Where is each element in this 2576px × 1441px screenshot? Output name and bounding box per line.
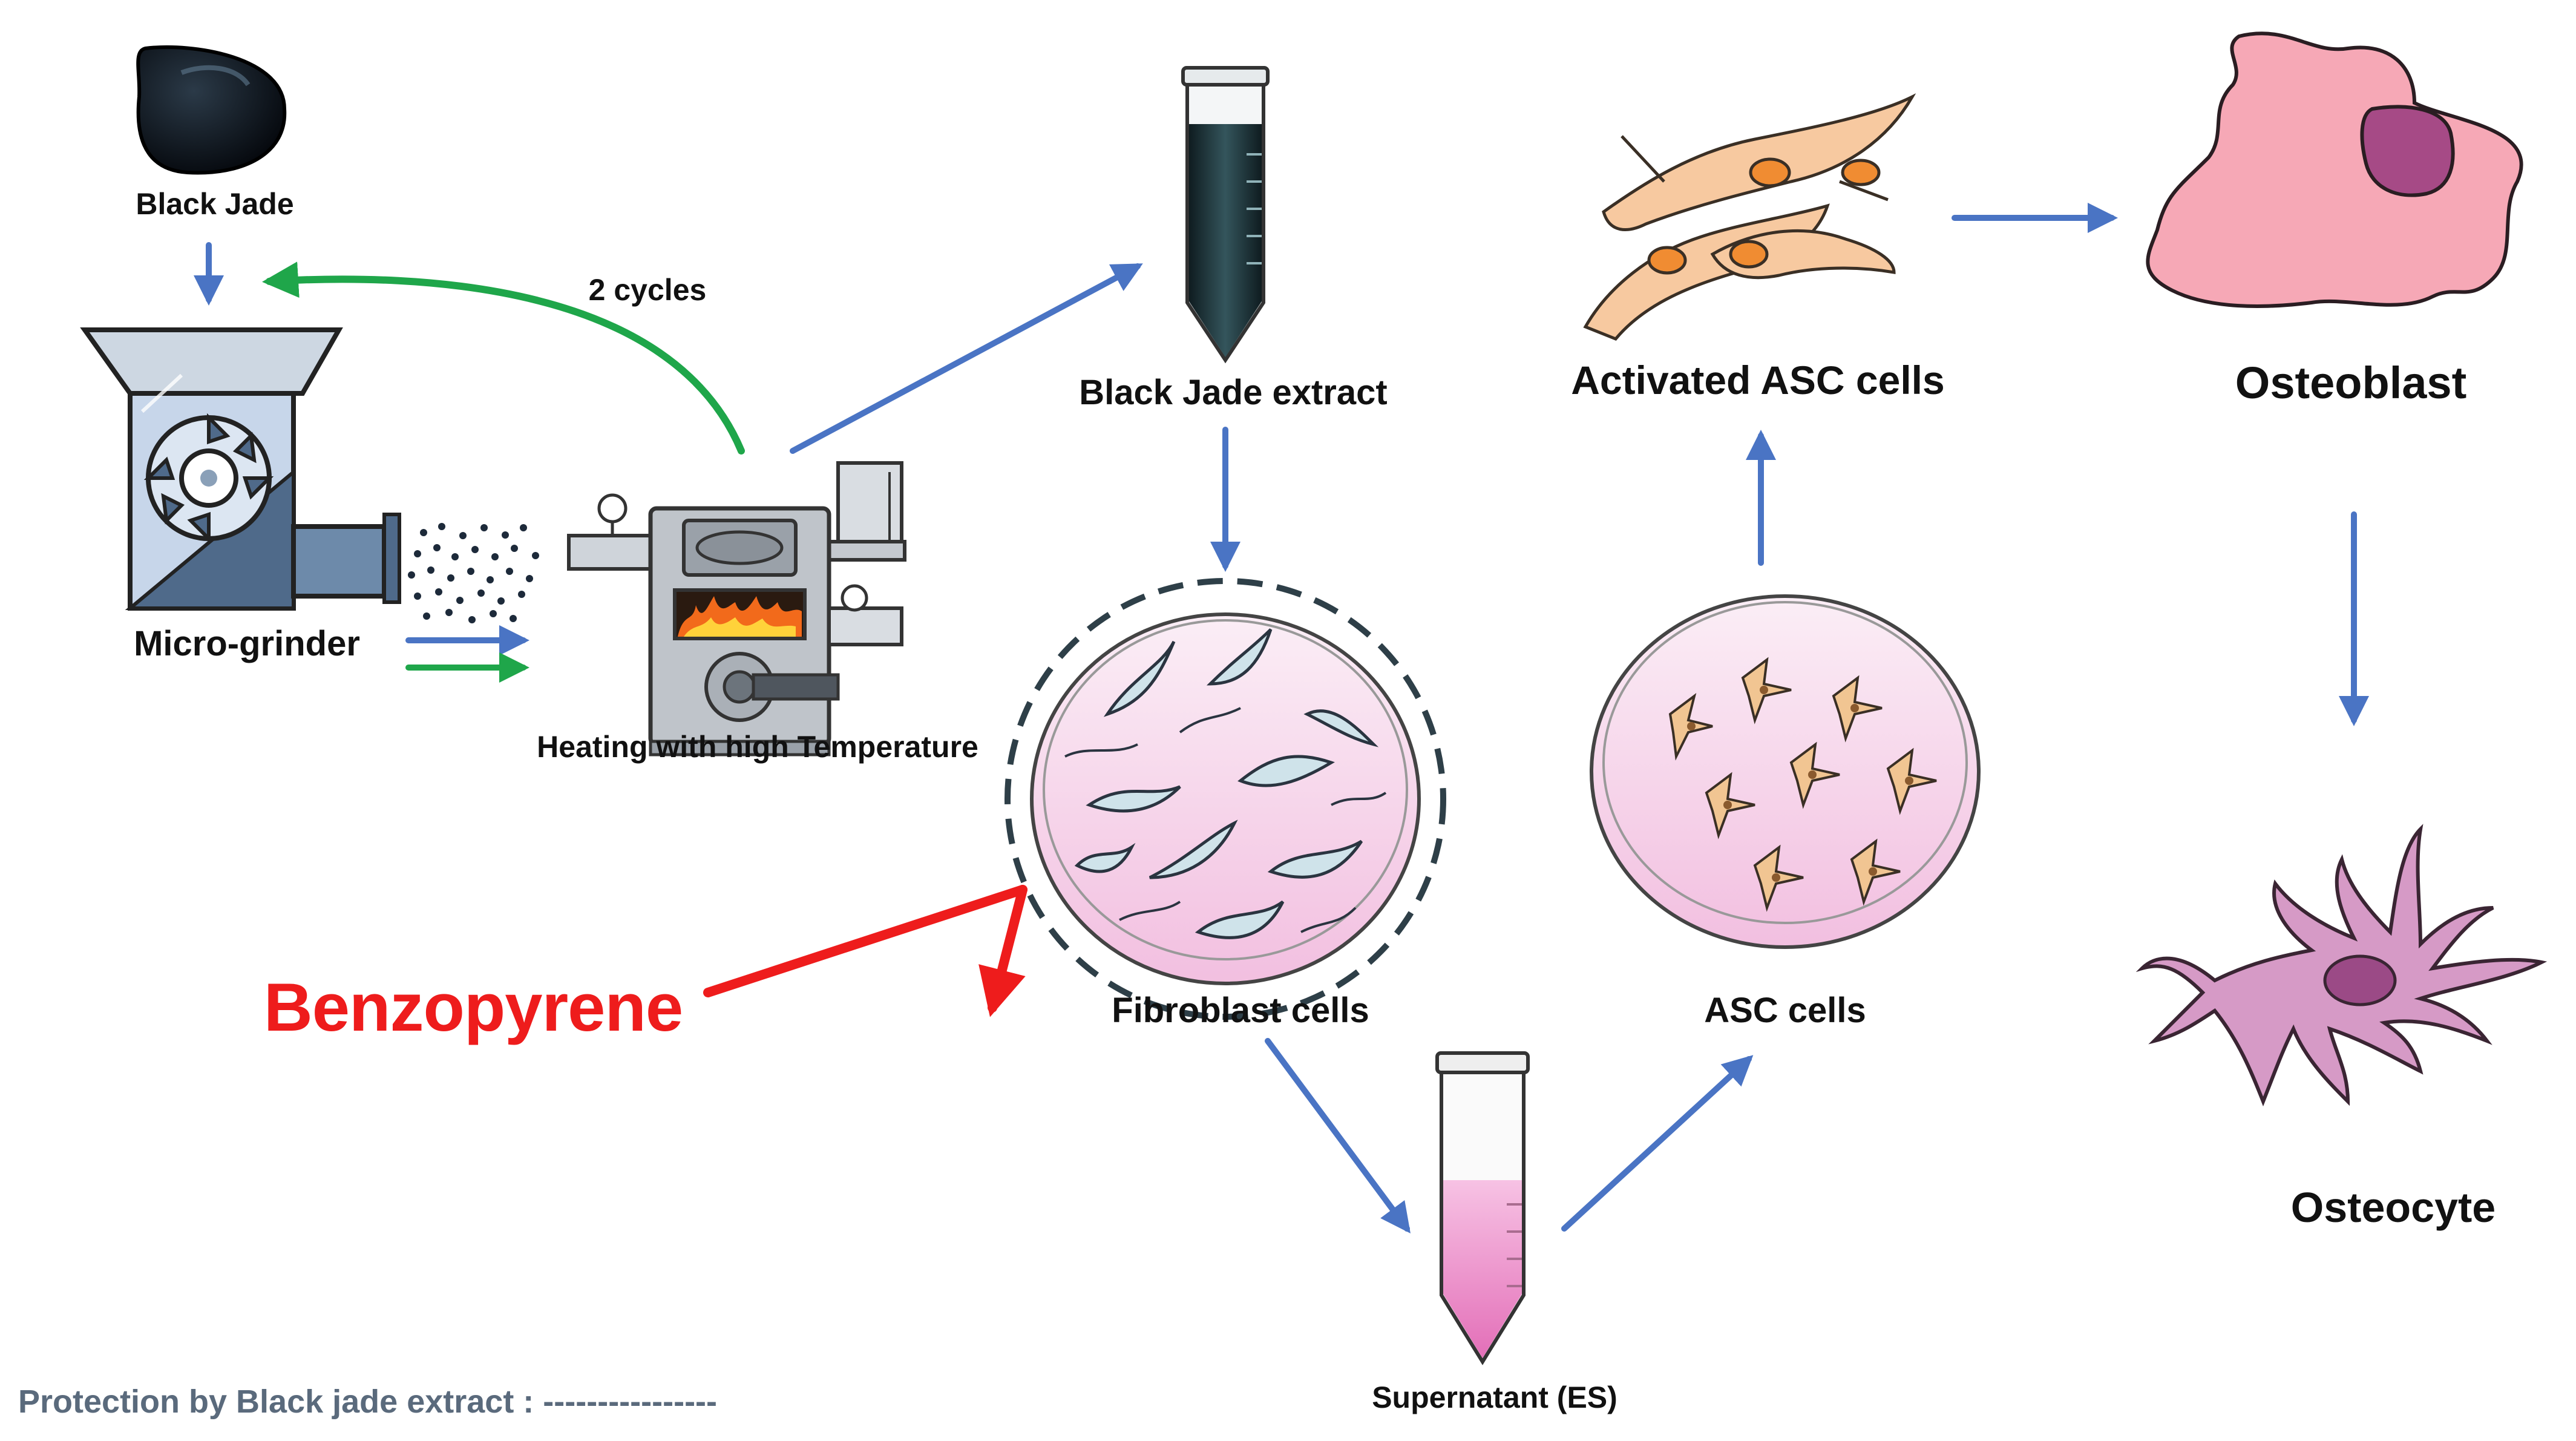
activated-asc-label: Activated ASC cells [1571,358,1945,402]
supernatant-label: Supernatant (ES) [1372,1380,1617,1414]
footer-note: Protection by Black jade extract : -----… [18,1384,718,1420]
heating-label: Heating with high Temperature [537,730,978,764]
black-jade-stone-icon [136,45,287,175]
asc-dish-icon [1590,594,1981,949]
extract-label: Black Jade extract [1079,373,1388,412]
fibroblast-label: Fibroblast cells [1112,991,1369,1030]
fibroblast-dish-icon [1005,578,1446,1020]
toxin-arrow [703,885,1027,1017]
benzopyrene-label: Benzopyrene [263,970,683,1045]
black-jade-label: Black Jade [136,187,294,221]
asc-label: ASC cells [1704,991,1866,1030]
supernatant-tube-icon [1435,1051,1530,1365]
activated-asc-cells-icon [1583,93,1916,341]
osteoblast-icon [2146,31,2523,308]
extract-tube-icon [1181,66,1270,364]
osteocyte-icon [2135,824,2548,1107]
cycles-label: 2 cycles [588,273,707,307]
micro-grinder-icon [80,327,401,611]
flow-arrows [194,203,2369,1234]
osteoblast-label: Osteoblast [2235,358,2467,408]
osteocyte-label: Osteocyte [2290,1184,2496,1231]
heating-furnace-icon [567,461,906,757]
micro-grinder-label: Micro-grinder [134,624,360,663]
particles-icon [408,523,539,623]
